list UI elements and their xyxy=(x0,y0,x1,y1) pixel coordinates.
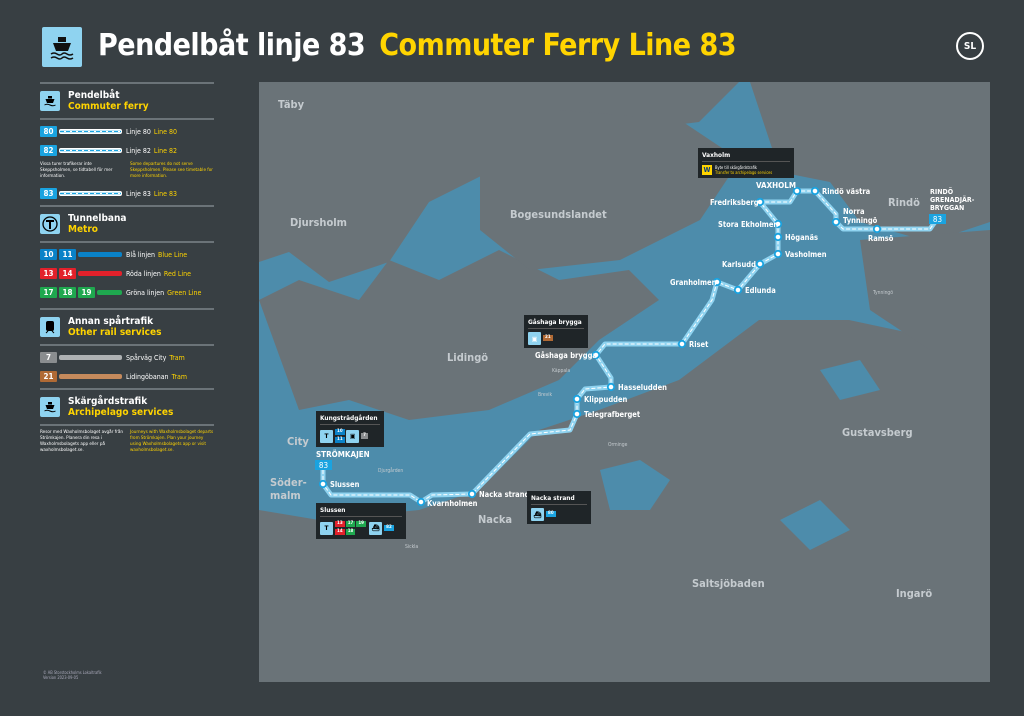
station-label: Rindö västra xyxy=(822,187,871,196)
station-label: Ramsö xyxy=(868,234,894,243)
train-icon xyxy=(40,317,60,337)
area-label: Bogesundslandet xyxy=(510,208,607,221)
waxholmsbolaget-icon: W xyxy=(702,165,712,175)
place-label: Orminge xyxy=(608,442,628,448)
area-label: Ingarö xyxy=(896,587,932,600)
ferry-icon xyxy=(42,27,82,67)
area-label: Söder- xyxy=(270,476,307,489)
area-label: City xyxy=(287,435,309,448)
station-marker[interactable] xyxy=(318,479,328,489)
ferry-icon: ⛴ xyxy=(531,508,544,521)
station-label: Kvarnholmen xyxy=(427,499,478,508)
station-marker[interactable] xyxy=(416,497,426,507)
area-label: Djursholm xyxy=(290,216,347,229)
station-marker[interactable] xyxy=(872,224,882,234)
ferry-icon xyxy=(40,91,60,111)
area-label: Saltsjöbaden xyxy=(692,577,765,590)
station-label: Fredriksberg xyxy=(710,198,759,207)
info-box-kungstradgarden: Kungsträdgården T 1011 ▣ 7 xyxy=(316,411,384,447)
metro-icon: T xyxy=(320,521,333,535)
info-box-gashaga: Gåshaga brygga ▣ 21 xyxy=(524,315,588,348)
metro-icon: T xyxy=(320,429,333,443)
station-label: Hasseludden xyxy=(618,383,667,392)
station-marker[interactable] xyxy=(755,259,765,269)
ferry-icon: ⛴ xyxy=(369,521,383,535)
station-marker[interactable] xyxy=(467,489,477,499)
station-marker[interactable] xyxy=(733,285,743,295)
station-marker[interactable] xyxy=(831,217,841,227)
route-map[interactable]: Täby Djursholm Bogesundslandet Lidingö C… xyxy=(259,82,990,682)
sl-logo: SL xyxy=(956,32,984,60)
station-label: Vasholmen xyxy=(785,250,827,259)
area-label: Nacka xyxy=(478,513,512,526)
station-label: Gåshaga brygga xyxy=(535,351,597,360)
metro-icon xyxy=(40,214,60,234)
station-label: bryggan xyxy=(930,204,964,212)
station-marker[interactable] xyxy=(755,197,765,207)
area-label: Rindö xyxy=(888,196,920,209)
station-marker[interactable] xyxy=(572,394,582,404)
station-label: Karlsudd xyxy=(722,260,756,269)
station-marker[interactable] xyxy=(606,382,616,392)
ferry-icon xyxy=(40,397,60,417)
station-label: Rindö xyxy=(930,187,954,196)
station-label: Vaxholm xyxy=(756,181,796,190)
station-label: Telegrafberget xyxy=(584,410,641,419)
train-icon: ▣ xyxy=(346,429,360,443)
station-marker[interactable] xyxy=(810,186,820,196)
station-label: Klippudden xyxy=(584,395,628,404)
station-label: Slussen xyxy=(330,480,360,489)
station-label: Edlunda xyxy=(745,286,776,295)
legend-note: Vissa turer trafikerar inte Skeppsholmen… xyxy=(40,162,213,179)
station-marker[interactable] xyxy=(773,232,783,242)
station-label: Nacka strand xyxy=(479,490,530,499)
station-label: Höganäs xyxy=(785,233,818,242)
station-label: Riset xyxy=(689,340,709,349)
place-label: Brevik xyxy=(538,392,553,398)
train-icon: ▣ xyxy=(528,332,541,345)
info-box-nacka-strand: Nacka strand ⛴ 80 xyxy=(527,491,591,524)
area-label: Gustavsberg xyxy=(842,426,913,439)
station-label: Tynningö xyxy=(843,216,878,225)
svg-text:83: 83 xyxy=(319,461,328,470)
station-label: Norra xyxy=(843,207,865,216)
line-badge: 83 83 xyxy=(315,214,946,470)
station-label: Strömkajen xyxy=(316,449,370,459)
station-label: Granholmen xyxy=(670,278,717,287)
place-label: Tynningö xyxy=(872,290,893,296)
map-svg: Täby Djursholm Bogesundslandet Lidingö C… xyxy=(259,82,990,682)
station-marker[interactable] xyxy=(677,339,687,349)
svg-text:83: 83 xyxy=(933,215,942,224)
place-label: Käppala xyxy=(552,368,570,374)
station-marker[interactable] xyxy=(773,249,783,259)
station-label: Stora Ekholmen xyxy=(718,220,778,229)
station-marker[interactable] xyxy=(712,277,722,287)
place-label: Sickla xyxy=(405,544,418,550)
station-marker[interactable] xyxy=(773,219,783,229)
area-label: Täby xyxy=(278,98,305,111)
station-marker[interactable] xyxy=(572,409,582,419)
station-marker[interactable] xyxy=(591,350,601,360)
area-label: Lidingö xyxy=(447,351,488,364)
place-label: Djurgården xyxy=(378,467,403,474)
station-marker[interactable] xyxy=(792,186,802,196)
area-label: malm xyxy=(270,489,301,502)
station-label: Grenadjär- xyxy=(930,195,975,204)
